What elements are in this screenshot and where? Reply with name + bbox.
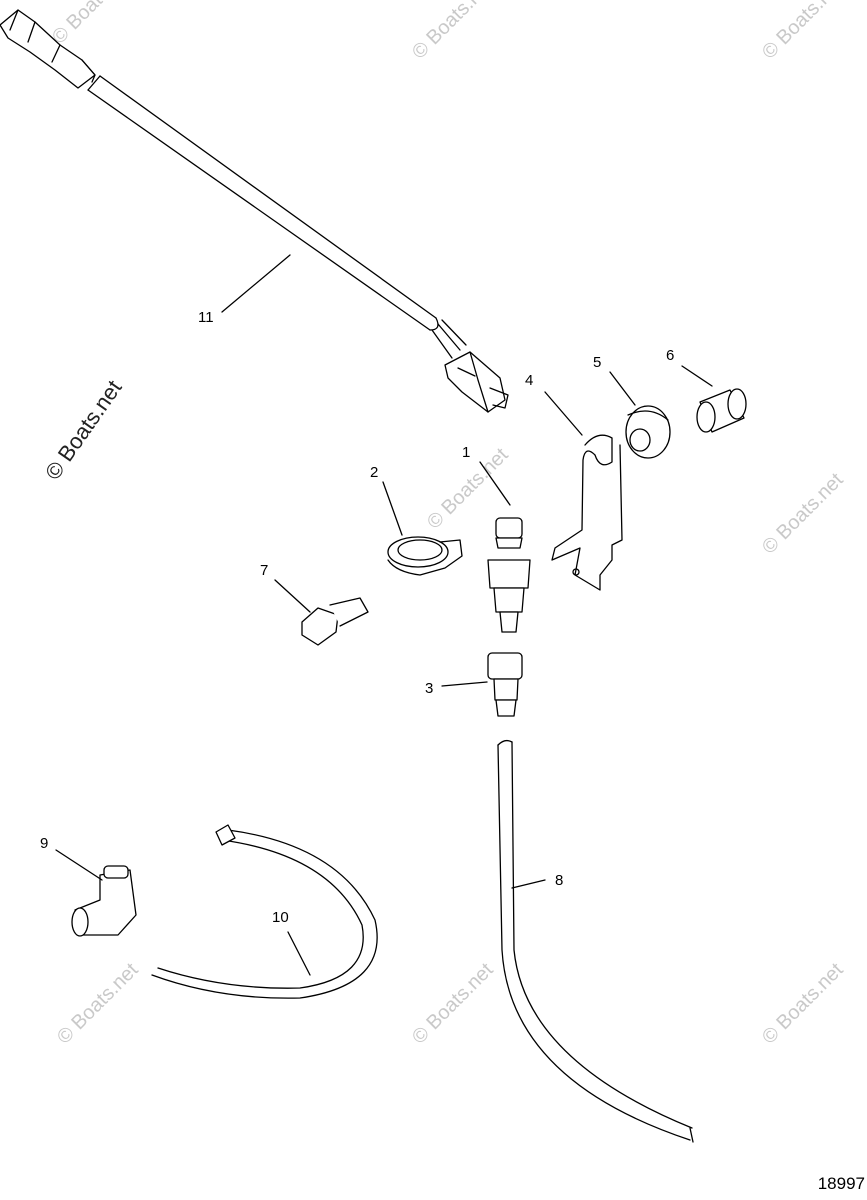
callout-5: 5 xyxy=(593,354,601,371)
watermark: © Boats.net xyxy=(408,0,498,64)
flange-bolt xyxy=(301,597,369,646)
figure-number: 18997 xyxy=(817,1174,865,1193)
fitting xyxy=(487,652,523,717)
watermark: © Boats.net xyxy=(53,959,143,1049)
wiring-harness xyxy=(0,9,509,413)
bracket xyxy=(551,434,623,591)
callout-2: 2 xyxy=(370,464,378,481)
hose xyxy=(497,739,694,1143)
callout-10: 10 xyxy=(272,909,289,926)
callout-9: 9 xyxy=(40,835,48,852)
watermark-layer: © Boats.net © Boats.net © Boats.net © Bo… xyxy=(48,0,848,1049)
watermark: © Boats.net xyxy=(758,0,848,64)
watermark: © Boats.net xyxy=(758,959,848,1049)
callout-3: 3 xyxy=(425,680,433,697)
strap-band xyxy=(151,824,378,999)
watermark: © Boats.net xyxy=(758,469,848,559)
clamp xyxy=(387,536,463,576)
callout-1: 1 xyxy=(462,444,470,461)
callout-8: 8 xyxy=(555,872,563,889)
callout-labels: 1 2 3 4 5 6 7 8 9 10 11 xyxy=(40,309,674,926)
sleeve xyxy=(696,388,747,433)
callout-6: 6 xyxy=(666,347,674,364)
callout-11: 11 xyxy=(198,309,214,326)
watermark: © Boats.net xyxy=(408,959,498,1049)
callout-4: 4 xyxy=(525,372,533,389)
leader-lines xyxy=(55,254,713,976)
pressure-sensor xyxy=(487,517,531,633)
grommet xyxy=(625,405,671,459)
elbow-fitting xyxy=(71,865,137,937)
watermark: © Boats.net xyxy=(48,0,138,49)
callout-7: 7 xyxy=(260,562,268,579)
